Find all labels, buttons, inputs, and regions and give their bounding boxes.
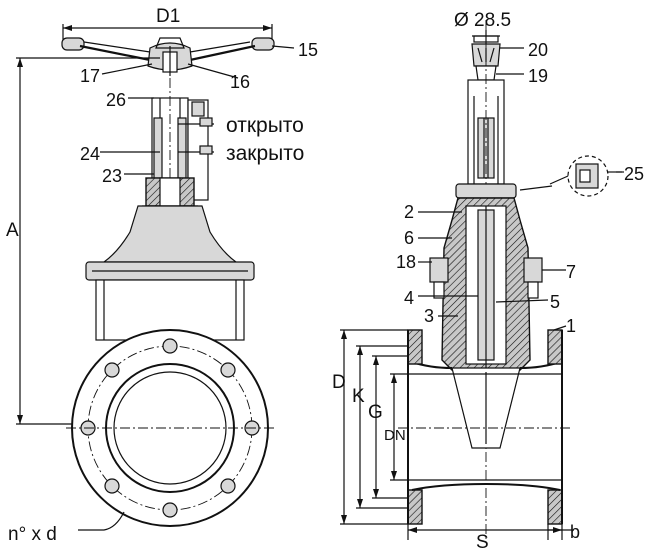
label-part-24: 24 xyxy=(80,144,100,164)
label-stem-diameter: Ø 28.5 xyxy=(454,10,511,31)
label-part-23: 23 xyxy=(102,166,122,186)
label-part-3: 3 xyxy=(424,306,434,326)
label-part-5: 5 xyxy=(550,292,560,312)
label-a: A xyxy=(6,220,19,241)
label-part-19: 19 xyxy=(528,66,548,86)
label-part-7: 7 xyxy=(566,262,576,282)
label-dim-b: b xyxy=(570,522,580,542)
label-part-26: 26 xyxy=(106,90,126,110)
label-dim-s: S xyxy=(476,532,489,551)
label-part-25: 25 xyxy=(624,164,644,184)
label-dim-d: D xyxy=(332,372,346,393)
label-closed-position: закрыто xyxy=(226,142,304,165)
label-part-15: 15 xyxy=(298,40,318,60)
body xyxy=(66,279,274,531)
label-bolts: n° x d xyxy=(8,524,57,545)
label-part-18: 18 xyxy=(396,252,416,272)
label-part-16: 16 xyxy=(230,72,250,92)
label-part-4: 4 xyxy=(404,288,414,308)
bonnet xyxy=(85,205,255,281)
label-open-position: открыто xyxy=(226,114,304,137)
label-dim-k: K xyxy=(352,386,365,407)
label-dim-g: G xyxy=(368,402,383,423)
label-part-1: 1 xyxy=(566,316,576,336)
label-part-20: 20 xyxy=(528,40,548,60)
label-d1: D1 xyxy=(156,6,180,27)
label-part-17: 17 xyxy=(80,66,100,86)
label-dim-dn: DN xyxy=(384,427,406,444)
handwheel xyxy=(61,37,275,76)
section-view xyxy=(340,20,624,540)
yoke xyxy=(142,60,214,520)
front-view xyxy=(16,24,295,531)
label-part-6: 6 xyxy=(404,228,414,248)
label-part-2: 2 xyxy=(404,202,414,222)
